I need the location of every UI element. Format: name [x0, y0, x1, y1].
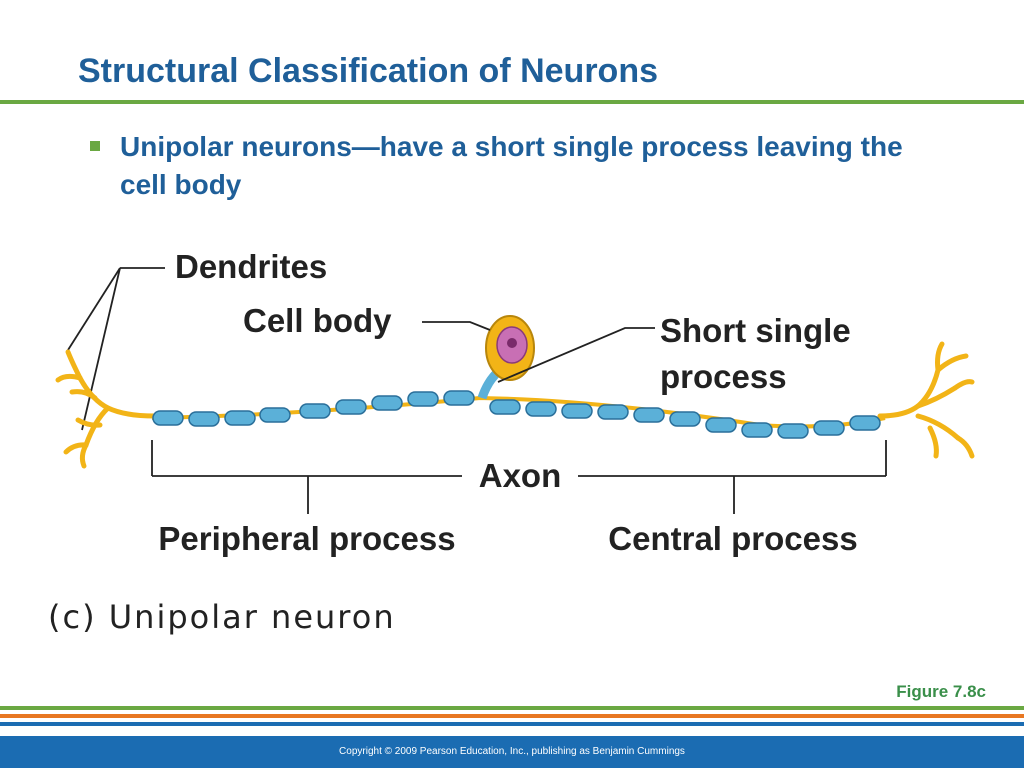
dendrites-leader — [67, 267, 165, 431]
short-process-leader — [497, 327, 655, 383]
short-process-label-line1: Short single — [660, 312, 851, 349]
bullet-text: Unipolar neurons—have a short single pro… — [120, 131, 903, 200]
bullet-marker — [90, 141, 100, 151]
footer-stripe-blue — [0, 722, 1024, 726]
footer-stripe-green — [0, 706, 1024, 710]
title-divider — [0, 100, 1024, 104]
figure-reference: Figure 7.8c — [896, 682, 986, 701]
myelin-sheath-central — [489, 399, 881, 439]
cell-body-leader — [422, 321, 491, 331]
dendrites-right — [877, 341, 975, 459]
peripheral-process-label: Peripheral process — [158, 520, 455, 557]
dendrites-left — [55, 349, 158, 469]
axon-bracket — [151, 440, 887, 514]
figure-caption: (c) Unipolar neuron — [48, 598, 396, 636]
copyright-text: Copyright © 2009 Pearson Education, Inc.… — [339, 746, 685, 757]
dendrites-label: Dendrites — [175, 248, 327, 285]
cell-body-label: Cell body — [243, 302, 392, 339]
axon-label: Axon — [479, 457, 562, 494]
cell-body — [485, 315, 535, 381]
unipolar-neuron-diagram: Dendrites — [48, 248, 975, 636]
footer-bar — [0, 736, 1024, 768]
footer-stripe-orange — [0, 714, 1024, 718]
short-process-label-line2: process — [660, 358, 787, 395]
slide-title: Structural Classification of Neurons — [78, 52, 658, 90]
central-process-label: Central process — [608, 520, 857, 557]
myelin-sheath-peripheral — [152, 390, 475, 427]
